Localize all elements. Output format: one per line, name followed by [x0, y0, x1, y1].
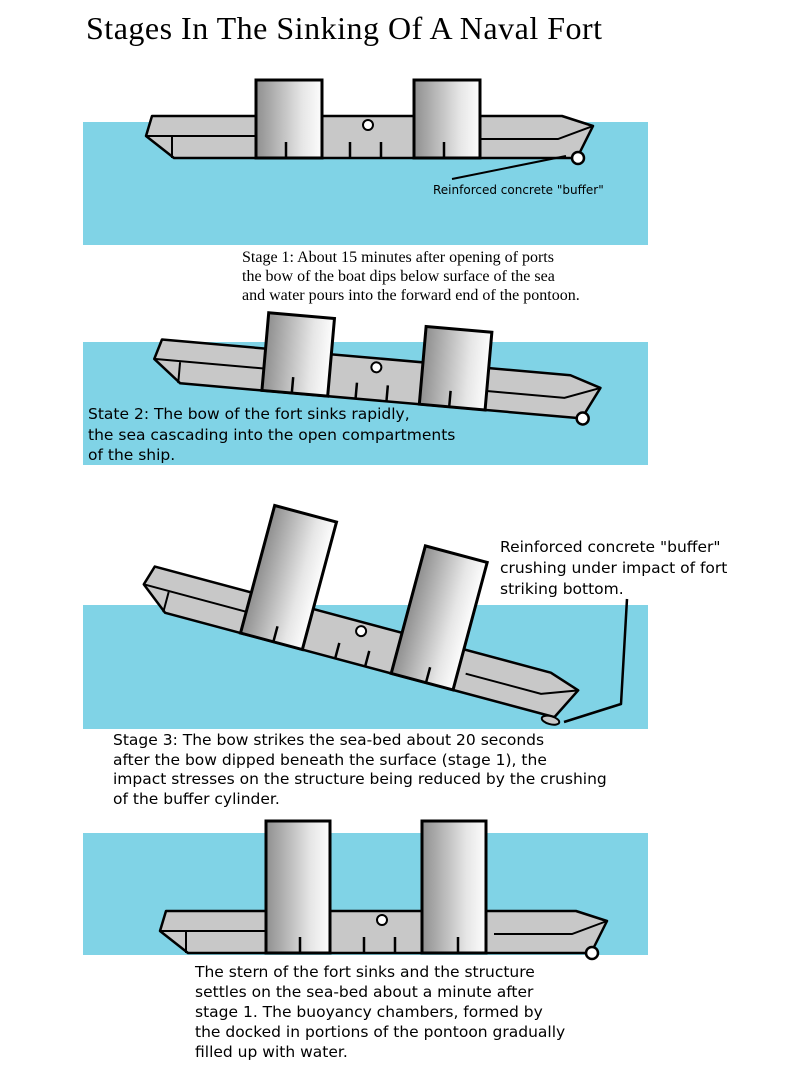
stage-2-caption: State 2: The bow of the fort sinks rapid…	[88, 405, 456, 464]
stage-3-fort	[136, 504, 583, 726]
buffer-cylinder-icon	[584, 945, 600, 961]
stage-3-buffer-label: Reinforced concrete "buffer" crushing un…	[500, 538, 728, 598]
page-title: Stages In The Sinking Of A Naval Fort	[86, 10, 603, 46]
stage-1-caption: Stage 1: About 15 minutes after opening …	[242, 249, 580, 304]
buffer-cylinder-icon	[574, 410, 591, 427]
stage-1-buffer-label: Reinforced concrete "buffer"	[433, 183, 604, 197]
stage-1-leader-line	[451, 155, 567, 180]
stage-3-caption: Stage 3: The bow strikes the sea-bed abo…	[113, 731, 607, 808]
stage-1-fort	[144, 78, 595, 166]
stage-3-leader-line	[563, 598, 629, 724]
crushed-buffer-icon	[540, 714, 561, 726]
buffer-cylinder-icon	[570, 150, 586, 166]
stage-4-caption: The stern of the fort sinks and the stru…	[195, 963, 566, 1061]
